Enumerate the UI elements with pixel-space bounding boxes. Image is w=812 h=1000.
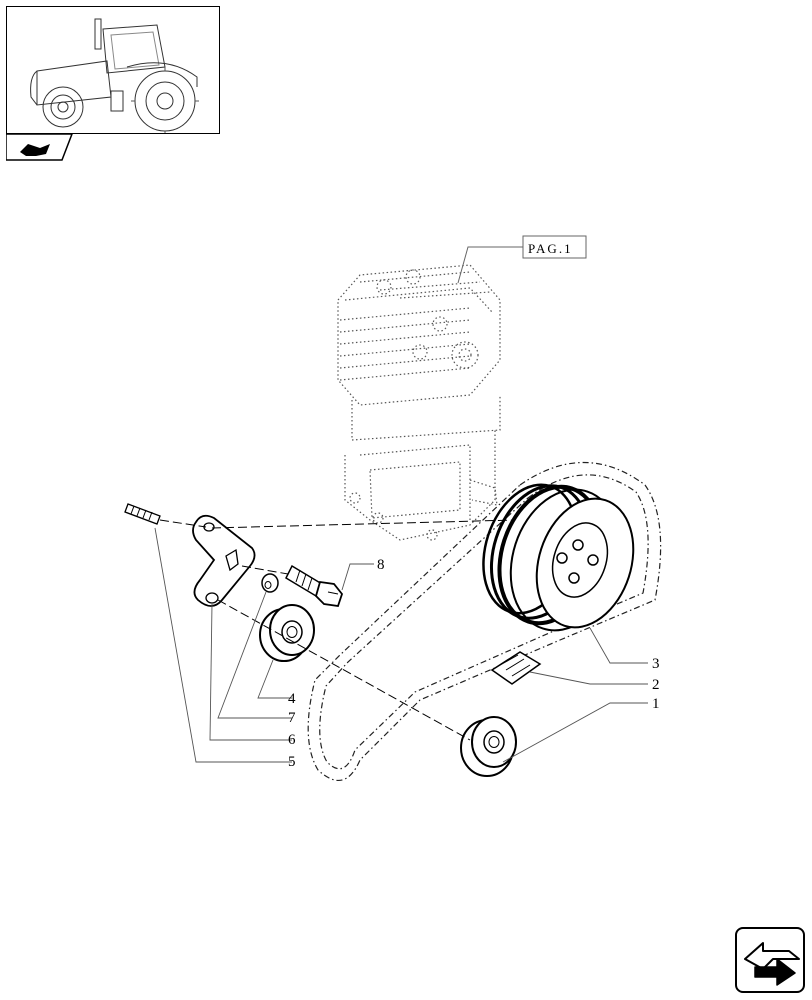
tractor-icon	[30, 18, 199, 133]
threaded-stud	[124, 503, 161, 525]
next-page-arrow-icon	[744, 942, 800, 986]
drive-pulley	[482, 483, 635, 632]
assembly-axes	[159, 519, 516, 741]
section-tab	[5, 133, 76, 167]
drive-belt	[307, 462, 662, 781]
page-reference: PAG.1	[457, 235, 587, 284]
callout-2: 2	[652, 677, 660, 693]
tension-roller	[259, 604, 315, 662]
callout-7: 7	[288, 710, 296, 726]
tensioner-bracket	[192, 514, 256, 607]
spacer-bushing	[261, 573, 279, 593]
callout-8: 8	[377, 557, 385, 573]
callout-4: 4	[288, 691, 296, 707]
tractor-thumbnail	[6, 6, 220, 134]
callout-6: 6	[288, 732, 296, 748]
shaft-key	[490, 651, 542, 685]
callout-leaders	[154, 527, 648, 763]
callout-3: 3	[652, 656, 660, 672]
callout-5: 5	[288, 754, 296, 770]
tractor-tab-icon	[5, 133, 74, 161]
hex-bolt	[285, 564, 344, 607]
page-reference-label: PAG.1	[528, 241, 573, 256]
air-compressor	[337, 264, 501, 541]
next-page-button[interactable]	[735, 927, 805, 993]
callout-1: 1	[652, 696, 660, 712]
idler-pulley	[460, 716, 517, 777]
